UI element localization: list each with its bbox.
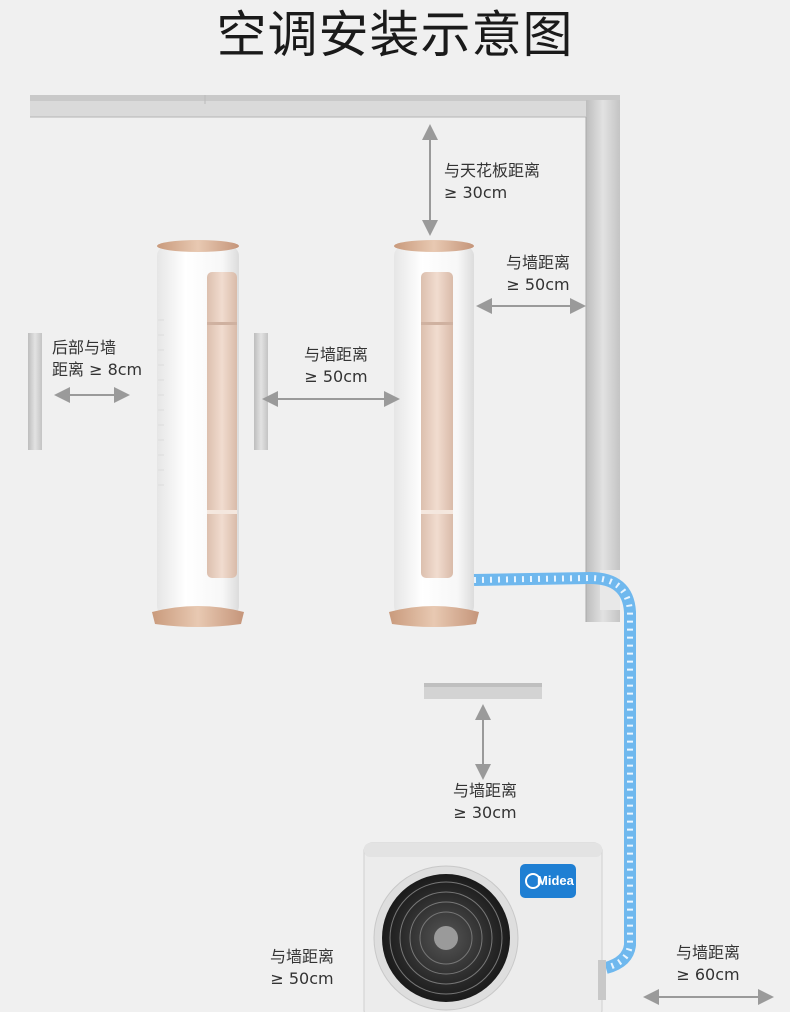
label-back-wall-line1: 后部与墙 <box>52 338 117 357</box>
label-outdoor-right-line2: ≥ 60cm <box>676 965 740 984</box>
label-outdoor-left-line1: 与墙距离 <box>269 947 334 966</box>
label-outdoor-top-line2: ≥ 30cm <box>453 803 517 822</box>
midea-logo-icon <box>520 864 576 898</box>
outdoor-unit <box>363 842 606 1012</box>
label-between-units-line1: 与墙距离 <box>303 345 368 364</box>
refrigerant-pipe <box>473 572 636 974</box>
label-ceiling: 与天花板距离 ≥ 30cm <box>444 160 540 204</box>
right-wall <box>585 100 620 622</box>
clearance-arrows <box>54 124 774 1005</box>
indoor-unit-left <box>152 240 244 627</box>
label-outdoor-left-line2: ≥ 50cm <box>270 969 334 988</box>
back-wall-left <box>28 333 42 450</box>
label-back-wall-line2: 距离 ≥ 8cm <box>52 360 143 379</box>
label-outdoor-right-line1: 与墙距离 <box>675 943 740 962</box>
label-side-wall: 与墙距离 ≥ 50cm <box>496 252 580 296</box>
label-outdoor-left: 与墙距离 ≥ 50cm <box>260 946 344 990</box>
label-side-wall-line2: ≥ 50cm <box>506 275 570 294</box>
page-title: 空调安装示意图 <box>216 6 574 64</box>
label-between-units: 与墙距离 ≥ 50cm <box>294 344 378 388</box>
label-outdoor-top: 与墙距离 ≥ 30cm <box>440 780 530 824</box>
label-outdoor-top-line1: 与墙距离 <box>452 781 517 800</box>
label-back-wall: 后部与墙 距离 ≥ 8cm <box>52 337 142 381</box>
back-wall-middle <box>254 333 268 450</box>
indoor-unit-right <box>389 240 479 627</box>
label-ceiling-line1: 与天花板距离 <box>444 161 541 180</box>
label-outdoor-right: 与墙距离 ≥ 60cm <box>666 942 750 986</box>
ceiling-wall <box>30 95 620 118</box>
brand-logo-text: Midea <box>537 873 574 888</box>
label-side-wall-line1: 与墙距离 <box>505 253 570 272</box>
label-between-units-line2: ≥ 50cm <box>304 367 368 386</box>
label-ceiling-line2: ≥ 30cm <box>444 183 508 202</box>
